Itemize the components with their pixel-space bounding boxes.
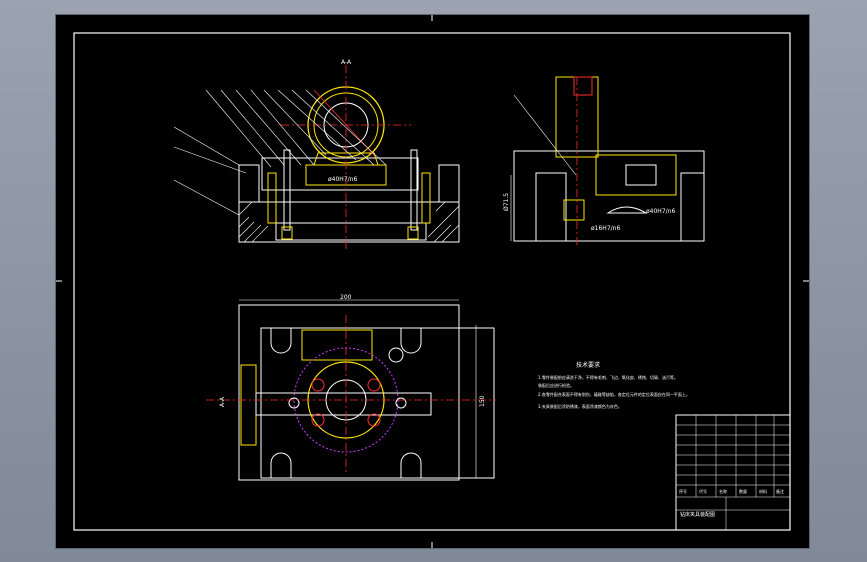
front-fit-dim: ø40H7/n6	[328, 176, 357, 183]
stud-right	[410, 149, 418, 231]
v-block	[313, 152, 379, 166]
title-cell-0: 序号	[679, 488, 687, 494]
side-clamp	[595, 154, 677, 196]
tech-note-2: 装配后应进行检验。	[538, 382, 574, 388]
top-section-mark: A-A	[219, 396, 226, 407]
top-base	[260, 327, 495, 479]
right-post	[438, 164, 460, 203]
base-slot	[275, 222, 427, 241]
title-drawing-name: 钻床夹具装配图	[680, 511, 715, 518]
left-post	[238, 164, 260, 203]
side-height-dim: Ø71.5	[503, 193, 510, 211]
bush-cap	[573, 76, 593, 96]
side-fit-top: ø40H7/n6	[646, 208, 675, 215]
tech-notes: 技术要求 1.零件装配前应清洗干净，不得有毛刺、飞边、氧化皮、锈蚀、切屑、油污等…	[538, 361, 690, 409]
title-cell-3: 数量	[739, 488, 747, 494]
side-bolt	[563, 199, 585, 221]
top-height-dim: 150	[479, 395, 486, 407]
stud-left	[283, 149, 291, 231]
tech-note-3: 2.各零件配合表面不得有划伤、磕碰等缺陷，各定位元件的定位表面应在同一平面上。	[538, 391, 690, 397]
top-view: 200 150 A-A	[206, 294, 496, 481]
top-plate	[238, 304, 460, 481]
bolt-left	[267, 172, 277, 224]
drawing-sheet: A-A ø40H7/n6 Ø71.5 ø40H7/n6 ø16H7/n6	[56, 15, 809, 548]
front-view: A-A ø40H7/n6	[173, 59, 460, 250]
title-cell-2: 名称	[719, 488, 727, 494]
title-cell-1: 代号	[699, 488, 707, 494]
side-leader	[513, 94, 577, 176]
top-bolts	[288, 378, 407, 427]
title-block: 序号 代号 名称 数量 材料 备注 钻床夹具装配图	[675, 414, 791, 531]
slot-top-left	[270, 328, 292, 354]
side-nut	[625, 164, 657, 186]
side-hatch-arc	[606, 206, 648, 214]
slot-bottom-right	[400, 452, 422, 478]
top-knob	[388, 347, 404, 363]
leader-lines	[173, 89, 387, 216]
hatch-right	[427, 201, 460, 243]
side-right-block	[680, 172, 705, 242]
top-clamp	[301, 329, 373, 361]
tech-note-1: 1.零件装配前应清洗干净，不得有毛刺、飞边、氧化皮、锈蚀、切屑、油污等。	[538, 374, 678, 380]
base-block	[238, 201, 460, 243]
slot-top-right	[400, 328, 422, 354]
slot-bottom-left	[270, 452, 292, 478]
inner-frame	[73, 32, 791, 531]
top-width-dim: 200	[340, 294, 352, 301]
title-cell-4: 材料	[759, 488, 767, 494]
title-block-frame	[675, 414, 791, 531]
top-side-plate	[240, 364, 257, 446]
title-cell-5: 备注	[776, 488, 784, 494]
side-fit-bottom: ø16H7/n6	[591, 225, 620, 232]
center-mark-label: A-A	[341, 59, 352, 66]
cad-drawing: A-A ø40H7/n6 Ø71.5 ø40H7/n6 ø16H7/n6	[56, 15, 809, 548]
tech-note-4: 3.夹具装配后涂防锈漆，表面涂漆颜色为灰色。	[538, 403, 622, 409]
side-view: Ø71.5 ø40H7/n6 ø16H7/n6	[503, 76, 705, 245]
hatch-left	[238, 201, 269, 243]
tech-notes-title: 技术要求	[576, 361, 600, 369]
top-bar	[255, 392, 432, 416]
side-left-block	[535, 172, 567, 242]
bolt-right	[421, 172, 431, 224]
nut-left	[281, 226, 293, 240]
clamp-body	[261, 157, 419, 191]
nut-right	[407, 226, 419, 240]
